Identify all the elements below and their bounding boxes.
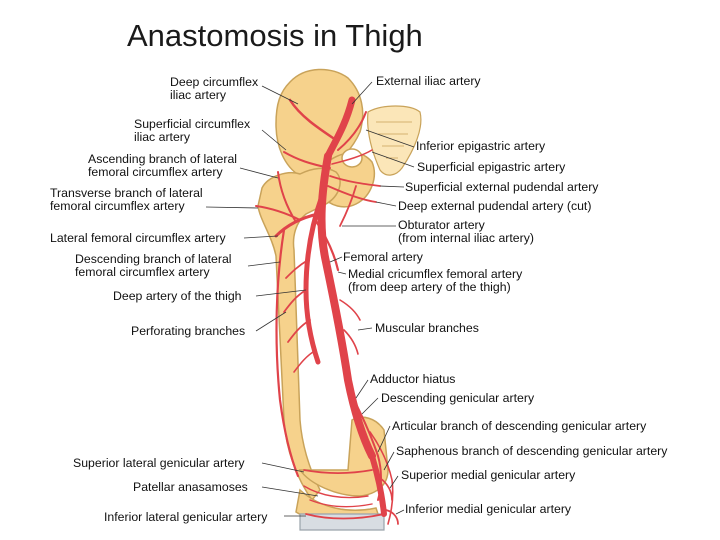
descending-genicular-artery xyxy=(355,403,382,501)
label-transverse-branch: Transverse branch of lateral femoral cir… xyxy=(50,186,203,213)
femoral-artery xyxy=(317,152,376,460)
perforating-branch-1 xyxy=(285,259,309,279)
inferior-medial-genicular-artery xyxy=(385,509,399,525)
sacrum-bone xyxy=(367,105,422,176)
label-descending-genicular: Descending genicular artery xyxy=(381,391,535,405)
label-femoral-artery: Femoral artery xyxy=(343,250,423,264)
label-inferior-epigastric: Inferior epigastric artery xyxy=(416,139,546,153)
label-patellar-anasamoses: Patellar anasamoses xyxy=(133,480,248,494)
arteries xyxy=(255,96,399,525)
superficial-external-pudendal-artery xyxy=(329,175,381,187)
label-medial-circumflex-femoral: Medial cricumflex femoral artery (from d… xyxy=(348,267,523,294)
patellar-anastomoses xyxy=(303,485,373,508)
inferior-epigastric-artery xyxy=(337,111,367,151)
label-deep-external-pudendal: Deep external pudendal artery (cut) xyxy=(398,199,592,213)
superficial-circumflex-iliac-artery xyxy=(283,151,331,169)
medial-circumflex-femoral-artery xyxy=(312,216,340,272)
superior-lateral-genicular-artery xyxy=(303,469,373,474)
label-external-iliac: External iliac artery xyxy=(376,74,481,88)
label-deep-circumflex-iliac: Deep circumflex iliac artery xyxy=(170,75,259,102)
slide-title: Anastomosis in Thigh xyxy=(127,18,423,53)
superficial-epigastric-artery xyxy=(331,149,373,165)
label-muscular-branches: Muscular branches xyxy=(375,321,479,335)
leader-lines xyxy=(205,81,415,517)
lateral-femoral-circumflex-artery xyxy=(274,212,320,238)
label-inferior-medial-genicular: Inferior medial genicular artery xyxy=(405,502,572,516)
popliteal-artery xyxy=(369,453,387,517)
label-deep-artery-thigh: Deep artery of the thigh xyxy=(113,289,242,303)
label-perforating-branches: Perforating branches xyxy=(131,324,246,338)
label-superficial-circumflex-iliac: Superficial circumflex iliac artery xyxy=(134,117,251,144)
label-lateral-femoral-circumflex: Lateral femoral circumflex artery xyxy=(50,231,226,245)
superior-medial-genicular-artery xyxy=(379,477,393,501)
descending-branch-lateral-circumflex xyxy=(275,228,300,478)
perforating-branch-4 xyxy=(293,349,317,373)
label-articular-branch: Articular branch of descending genicular… xyxy=(392,419,647,433)
deep-circumflex-iliac-artery xyxy=(288,98,338,142)
external-iliac-artery xyxy=(324,96,356,160)
obturator-artery xyxy=(339,185,357,227)
label-superficial-external-pudendal: Superficial external pudendal artery xyxy=(405,180,599,194)
label-inferior-lateral-genicular: Inferior lateral genicular artery xyxy=(104,510,268,524)
label-ascending-branch: Ascending branch of lateral femoral circ… xyxy=(88,152,238,179)
label-superior-lateral-genicular: Superior lateral genicular artery xyxy=(73,456,245,470)
transverse-branch-lateral-circumflex xyxy=(255,205,301,221)
muscular-branch-1 xyxy=(339,299,361,321)
muscular-branch-2 xyxy=(343,329,359,355)
inferior-lateral-genicular-artery xyxy=(305,513,385,520)
label-superior-medial-genicular: Superior medial genicular artery xyxy=(401,468,576,482)
perforating-branch-2 xyxy=(283,289,307,313)
label-adductor-hiatus: Adductor hiatus xyxy=(370,372,456,386)
label-obturator-artery: Obturator artery (from internal iliac ar… xyxy=(398,218,534,245)
label-saphenous-branch: Saphenous branch of descending genicular… xyxy=(396,444,668,458)
label-descending-branch: Descending branch of lateral femoral cir… xyxy=(75,252,232,279)
perforating-branch-3 xyxy=(287,319,311,343)
label-superficial-epigastric: Superficial epigastric artery xyxy=(417,160,566,174)
pelvis-bone xyxy=(275,68,376,208)
